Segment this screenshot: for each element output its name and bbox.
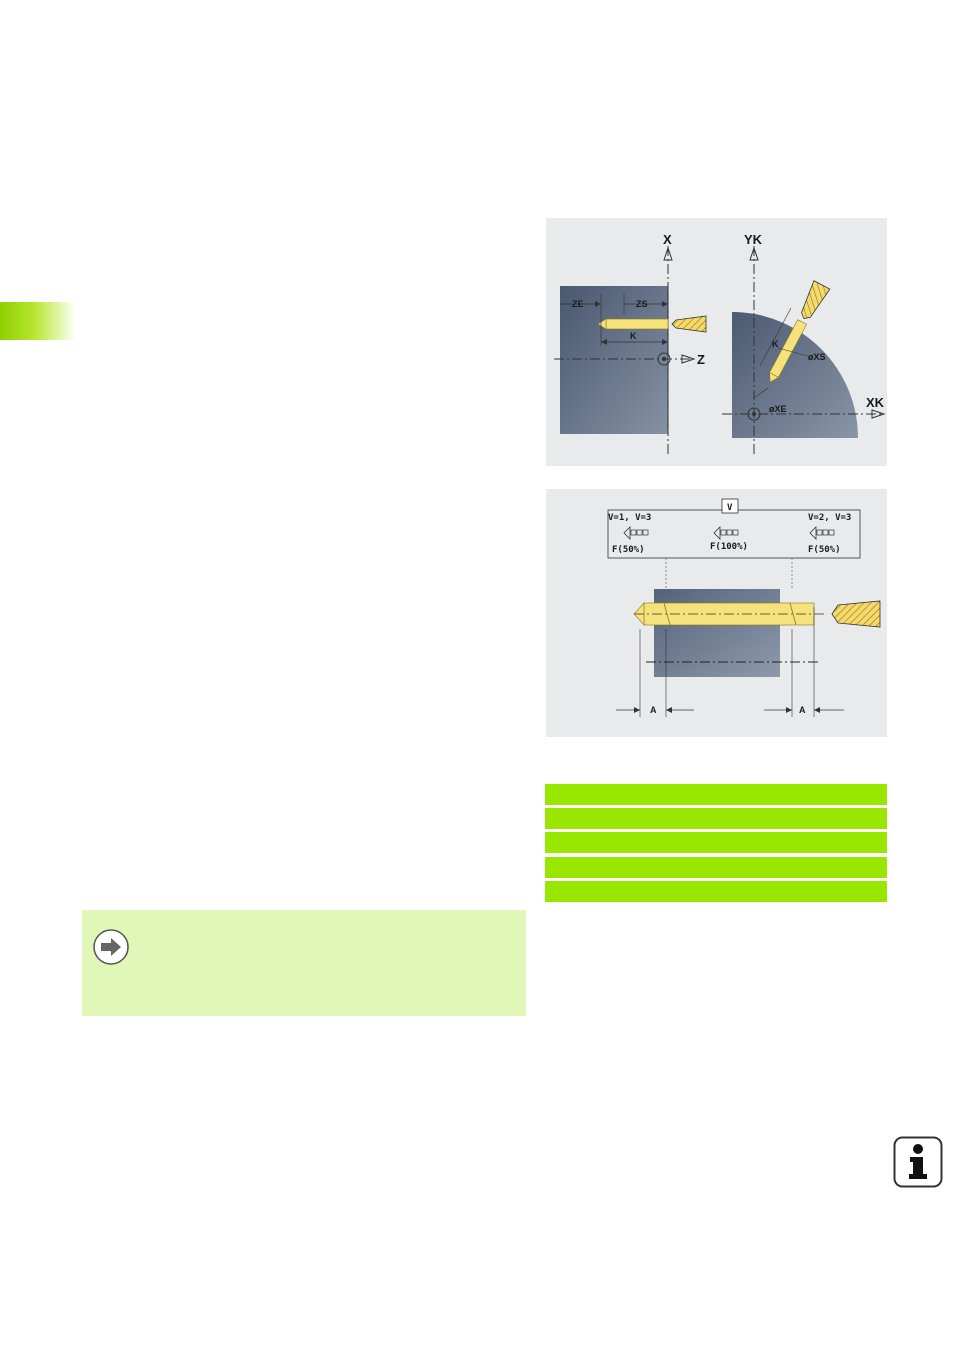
dim-zs-label: ZS (636, 299, 648, 309)
axis-xk-label: XK (866, 395, 885, 410)
right-feed-label: F(50%) (808, 545, 841, 555)
figure-feed-reduction: V V=1, V=3 F(50%) F(100%) V=2, V=3 F(50%… (546, 489, 887, 737)
parameter-bar (545, 881, 887, 902)
parameter-bar (545, 832, 887, 853)
arrow-right-icon (93, 929, 129, 965)
dim-k-left-label: K (630, 331, 637, 341)
parameter-bar (545, 808, 887, 829)
chapter-tab (0, 302, 76, 340)
parameter-bar (545, 784, 887, 805)
dim-a-right-label: A (799, 705, 806, 715)
workpiece-left (560, 286, 668, 434)
left-variant-label: V=1, V=3 (608, 513, 651, 523)
workpiece-right (732, 312, 858, 438)
v-label: V (727, 503, 733, 513)
dim-xs-label: øXS (808, 352, 826, 362)
info-icon (893, 1136, 943, 1188)
axis-z-label: Z (697, 352, 705, 367)
drill-bore-left (605, 318, 669, 330)
right-variant-label: V=2, V=3 (808, 513, 851, 523)
axis-yk-label: YK (744, 232, 763, 247)
dim-k-right-label: K (772, 339, 779, 349)
figure-drilling-geometry: X Z ZE ZS K YK XK (546, 218, 887, 466)
dim-xe-label: øXE (769, 404, 787, 414)
parameter-bar (545, 857, 887, 878)
dim-ze-label: ZE (572, 299, 584, 309)
workpiece (654, 589, 780, 677)
center-feed-label: F(100%) (710, 542, 748, 552)
dim-a-left-label: A (650, 705, 657, 715)
note-box (82, 910, 526, 1016)
left-feed-label: F(50%) (612, 545, 645, 555)
axis-x-label: X (663, 232, 672, 247)
